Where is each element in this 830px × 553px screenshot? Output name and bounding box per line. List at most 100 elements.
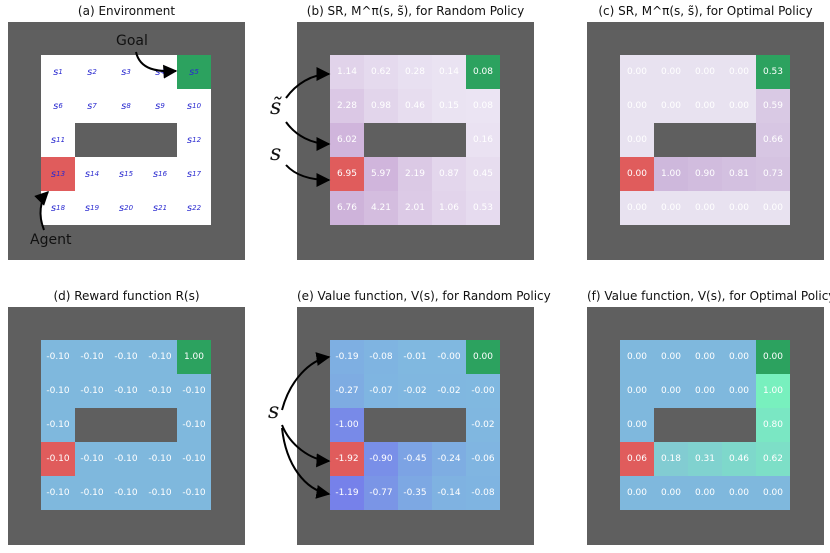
value-cell: 0.62 [364,55,398,89]
value-cell: -0.08 [364,340,398,374]
value-cell: 0.00 [620,123,654,157]
value-cell: 0.08 [466,89,500,123]
value-cell: 0.00 [688,191,722,225]
value-cell: -0.10 [41,476,75,510]
panel-title: (c) SR, M^π(s, s̃), for Optimal Policy [598,4,813,18]
value-cell: 0.18 [654,442,688,476]
value-cell: 0.00 [756,476,790,510]
value-cell: 0.28 [398,55,432,89]
value-cell: 0.81 [722,157,756,191]
value-cell: -0.10 [41,340,75,374]
value-cell: -0.10 [75,442,109,476]
value-cell: 0.00 [756,191,790,225]
value-cell: -0.10 [177,374,211,408]
value-cell: -0.10 [75,374,109,408]
value-cell: 1.14 [330,55,364,89]
value-cell: 0.00 [620,374,654,408]
value-cell: -0.27 [330,374,364,408]
value-cell: -0.07 [364,374,398,408]
value-cell: 0.53 [756,55,790,89]
panel-title: (d) Reward function R(s) [53,289,200,303]
value-cell: 0.00 [654,89,688,123]
value-cell: -0.77 [364,476,398,510]
value-cell: -1.00 [330,408,364,442]
value-cell: 0.00 [466,340,500,374]
value-cell: 0.87 [432,157,466,191]
value-cell: -0.08 [466,476,500,510]
value-cell: -0.10 [143,340,177,374]
value-cell: -0.35 [398,476,432,510]
value-cell: -0.06 [466,442,500,476]
value-cell: -1.92 [330,442,364,476]
value-cell: -0.10 [41,408,75,442]
value-cell: 0.45 [466,157,500,191]
panel-title: (a) Environment [77,4,176,18]
value-cell: -0.10 [177,408,211,442]
value-cell: 0.62 [756,442,790,476]
value-cell: -0.10 [75,340,109,374]
panel-title: (b) SR, M^π(s, s̃), for Random Policy [306,4,525,18]
value-cell: 0.00 [688,55,722,89]
value-cell: 0.00 [620,89,654,123]
value-cell: -0.02 [432,374,466,408]
agent-label: Agent [30,232,72,248]
value-cell: 0.46 [722,442,756,476]
value-cell: 0.00 [654,55,688,89]
value-cell: 0.59 [756,89,790,123]
value-cell: 5.97 [364,157,398,191]
panel-title: (f) Value function, V(s), for Optimal Po… [587,289,830,303]
value-cell: -0.01 [398,340,432,374]
value-cell: 0.00 [620,55,654,89]
value-cell: 0.00 [620,191,654,225]
value-cell: -0.45 [398,442,432,476]
value-cell: 0.15 [432,89,466,123]
value-cell: -0.24 [432,442,466,476]
value-cell: 0.08 [466,55,500,89]
value-cell: 0.00 [620,340,654,374]
value-cell: 0.00 [620,476,654,510]
value-cell: -0.10 [109,374,143,408]
value-cell: 0.00 [722,55,756,89]
value-cell: -0.90 [364,442,398,476]
value-cell: -0.10 [75,476,109,510]
value-cell: 0.00 [688,89,722,123]
value-cell: 0.00 [654,476,688,510]
value-cell: 0.00 [722,191,756,225]
value-cell: 0.00 [722,89,756,123]
panel-d: (d) Reward function R(s)-0.10-0.10-0.10-… [8,287,245,545]
value-cell: 6.76 [330,191,364,225]
value-cell: 0.00 [654,340,688,374]
value-cell: 0.66 [756,123,790,157]
value-cell: -1.19 [330,476,364,510]
value-cell: -0.10 [109,340,143,374]
value-cell: -0.10 [177,442,211,476]
value-cell: 0.73 [756,157,790,191]
value-cell: 0.00 [722,476,756,510]
panel-b: (b) SR, M^π(s, s̃), for Random Policy 1.1… [297,2,534,260]
value-cell: -0.10 [143,476,177,510]
value-cell: 0.00 [620,408,654,442]
value-cell: 0.90 [688,157,722,191]
value-cell: 2.01 [398,191,432,225]
value-cell: -0.00 [466,374,500,408]
value-cell: 1.00 [654,157,688,191]
value-cell: 0.46 [398,89,432,123]
value-cell: -0.10 [109,442,143,476]
